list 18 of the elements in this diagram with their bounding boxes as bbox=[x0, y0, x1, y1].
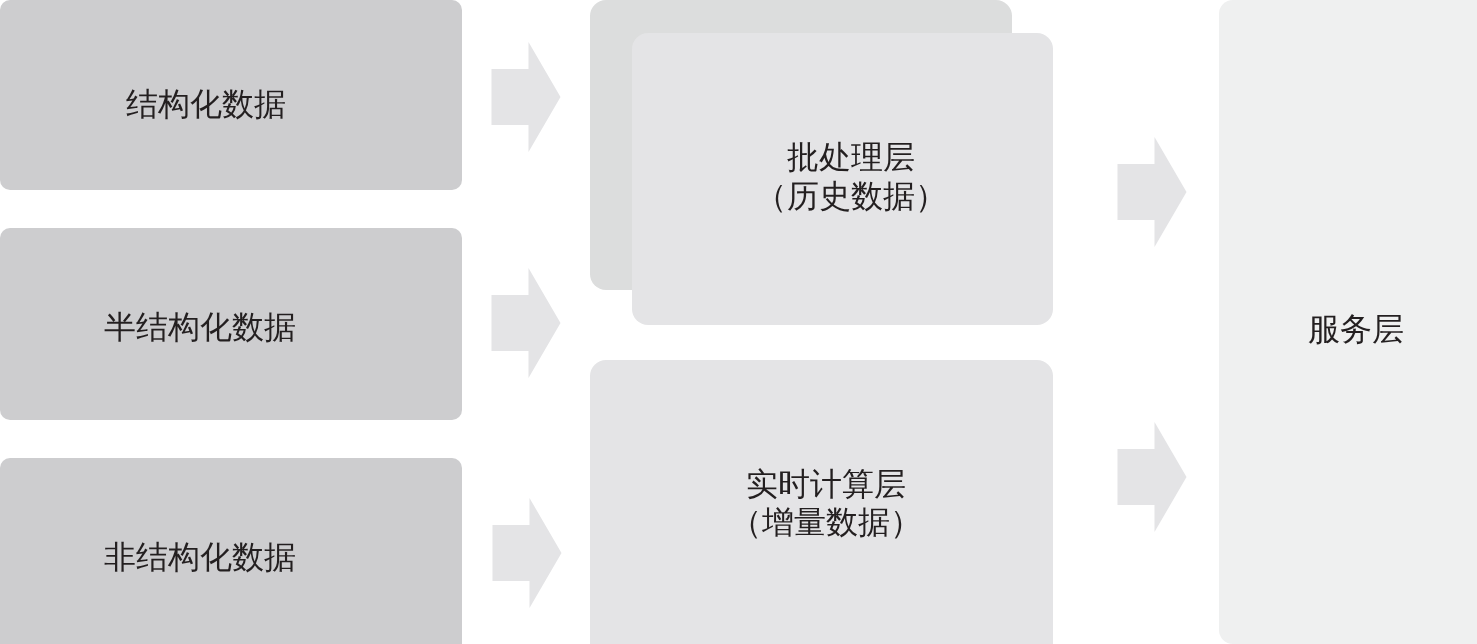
block-arrow bbox=[1117, 137, 1187, 247]
node-label: 非结构化数据 bbox=[104, 537, 296, 577]
data-source-box bbox=[0, 0, 462, 190]
block-arrow bbox=[492, 498, 562, 608]
block-arrow bbox=[491, 42, 561, 152]
layer-title: 批处理层 bbox=[786, 138, 915, 177]
realtime-layer-box bbox=[590, 360, 1053, 644]
block-arrow bbox=[491, 268, 561, 378]
layer-title: 实时计算层 bbox=[745, 464, 906, 503]
node-label: 结构化数据 bbox=[126, 84, 286, 124]
layer-note: （历史数据） bbox=[754, 176, 947, 215]
node-label: 半结构化数据 bbox=[104, 307, 296, 347]
node-label: 服务层 bbox=[1308, 309, 1404, 349]
data-source-box bbox=[0, 228, 462, 420]
data-source-box bbox=[0, 458, 462, 644]
block-arrow bbox=[1117, 422, 1187, 532]
layer-note: （增量数据） bbox=[729, 503, 922, 542]
stacked-layer-box bbox=[590, 0, 1053, 325]
